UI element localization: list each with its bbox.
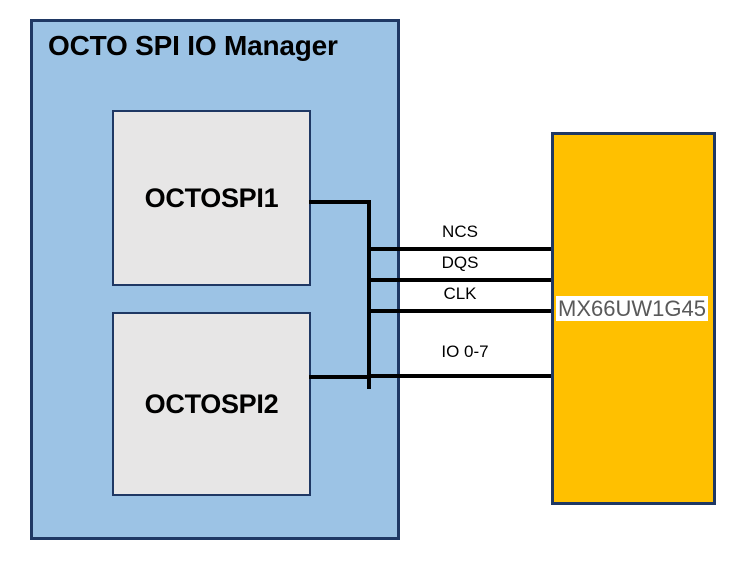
signal-wire-clk (367, 309, 554, 313)
octospi1-connection-stub (309, 200, 371, 204)
octospi1-label: OCTOSPI1 (144, 182, 279, 213)
io-manager-bus-line (367, 200, 371, 389)
octospi2-label: OCTOSPI2 (144, 388, 279, 419)
signal-wire-io (367, 374, 554, 378)
signal-label-ncs: NCS (442, 222, 478, 241)
signal-label-clk: CLK (443, 284, 477, 303)
signal-wire-ncs (367, 247, 554, 251)
signal-label-io: IO 0-7 (441, 342, 489, 361)
signal-label-dqs: DQS (441, 253, 479, 272)
signal-wire-dqs (367, 278, 554, 282)
memory-chip-label: MX66UW1G45 (556, 296, 708, 322)
octospi2-block: OCTOSPI2 (112, 312, 311, 496)
octo-spi-io-manager-title: OCTO SPI IO Manager (48, 30, 338, 61)
octospi2-connection-stub (309, 375, 371, 379)
octospi1-block: OCTOSPI1 (112, 110, 311, 286)
